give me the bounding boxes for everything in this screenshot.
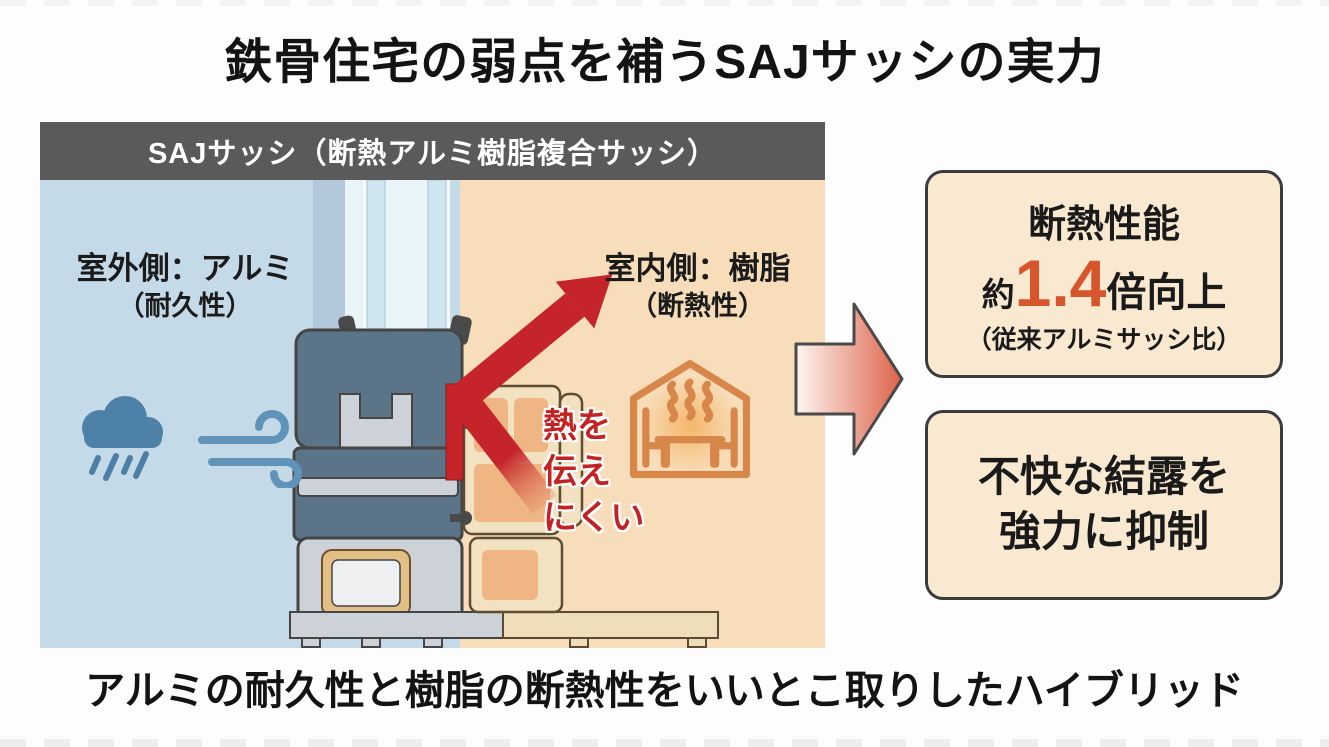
- outdoor-sublabel: （耐久性）: [117, 291, 253, 321]
- window-cross-section-illustration: [289, 180, 719, 648]
- diagram-body: 室外側：アルミ （耐久性）: [40, 180, 825, 648]
- outdoor-label: 室外側：アルミ: [76, 251, 294, 286]
- indoor-label: 室内側：樹脂: [604, 251, 791, 286]
- indoor-sublabel: （断熱性）: [630, 291, 765, 321]
- footer-caption: アルミの耐久性と樹脂の断熱性をいいとこ取りしたハイブリッド: [85, 669, 1244, 713]
- benefit1-prefix: 約: [981, 275, 1015, 313]
- weather-icons: [70, 392, 314, 488]
- bottom-edge-artifact: [0, 739, 1329, 747]
- page-title: 鉄骨住宅の弱点を補うSAJサッシの実力: [224, 36, 1105, 89]
- benefit2-line1: 不快な結露を: [977, 453, 1230, 501]
- benefit-box-condensation: 不快な結露を 強力に抑制: [925, 410, 1283, 600]
- rain-cloud-icon: [82, 396, 163, 481]
- benefit1-suffix: 倍向上: [1106, 270, 1227, 315]
- benefit2-line2: 強力に抑制: [998, 508, 1209, 555]
- benefit1-note: （従来アルミサッシ比）: [966, 325, 1242, 354]
- heat-block-arrow: [448, 274, 613, 515]
- heat-note-line2: 伝え: [543, 453, 611, 491]
- benefit1-valueline: 約 1.4 倍向上: [982, 250, 1227, 318]
- flow-arrow-icon: [794, 302, 904, 456]
- benefit-box-insulation: 断熱性能 約 1.4 倍向上 （従来アルミサッシ比）: [925, 170, 1283, 378]
- benefit1-title: 断熱性能: [1027, 203, 1180, 246]
- heat-note-line1: 熱を: [543, 407, 611, 445]
- heat-note: 熱を 伝え にくい: [543, 403, 644, 541]
- sash-diagram-panel: SAJサッシ（断熱アルミ樹脂複合サッシ）: [40, 122, 825, 648]
- heat-note-line3: にくい: [543, 499, 645, 537]
- diagram-header: SAJサッシ（断熱アルミ樹脂複合サッシ）: [40, 122, 825, 180]
- wind-icon: [198, 410, 302, 488]
- warm-house-icon: [613, 348, 767, 484]
- benefit1-value: 1.4: [1014, 245, 1107, 320]
- top-edge-artifact: [0, 0, 1329, 6]
